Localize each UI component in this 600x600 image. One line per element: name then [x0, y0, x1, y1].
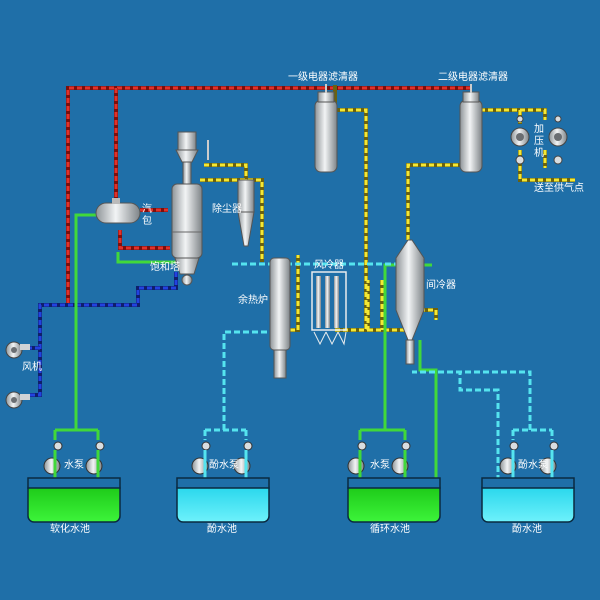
- label-waste-heat-boiler: 余热炉: [238, 295, 268, 306]
- label-pool-1: 软化水池: [50, 524, 90, 535]
- label-air-cooler: 风冷器: [314, 260, 344, 271]
- label-filter2: 二级电器滤清器: [438, 72, 508, 83]
- dust-remover[interactable]: [237, 179, 255, 247]
- steam-pipes: [66, 86, 470, 305]
- label-pool-4: 酚水池: [512, 524, 542, 535]
- label-pool-3: 循环水池: [370, 524, 410, 535]
- label-pump-4: 酚水泵: [518, 460, 548, 471]
- label-pump-3: 水泵: [370, 460, 390, 471]
- label-intercooler: 间冷器: [426, 280, 456, 291]
- label-saturation-tower: 饱和塔: [150, 262, 180, 273]
- label-pool-2: 酚水池: [207, 524, 237, 535]
- label-pump-2: 酚水泵: [209, 460, 239, 471]
- water-pumps[interactable]: [43, 441, 559, 490]
- secondary-electrostatic-filter[interactable]: [459, 84, 483, 173]
- intercooler[interactable]: [395, 239, 425, 365]
- label-drum-1: 汽: [142, 204, 152, 215]
- booster-compressors[interactable]: [510, 115, 568, 165]
- label-pump-1: 水泵: [64, 460, 84, 471]
- steam-drum[interactable]: [95, 198, 141, 224]
- label-drum-2: 包: [142, 216, 152, 227]
- softened-water-pipes: [53, 213, 438, 490]
- blower-fans[interactable]: [5, 341, 30, 409]
- primary-electrostatic-filter[interactable]: [314, 84, 338, 173]
- air-cooler[interactable]: [311, 271, 347, 346]
- waste-heat-boiler[interactable]: [269, 257, 291, 379]
- label-outlet: 送至供气点: [534, 183, 584, 194]
- water-pools: [27, 477, 575, 523]
- label-booster-1: 加: [534, 124, 544, 135]
- phenol-water-pipes: [203, 262, 554, 490]
- label-fan: 风机: [22, 362, 42, 373]
- label-booster-2: 压: [534, 136, 544, 147]
- air-pipes: [28, 272, 178, 397]
- gasifier-saturation-tower[interactable]: [171, 131, 209, 286]
- label-dust-remover: 除尘器: [212, 204, 242, 215]
- label-booster-3: 机: [534, 148, 544, 159]
- label-filter1: 一级电器滤清器: [288, 72, 358, 83]
